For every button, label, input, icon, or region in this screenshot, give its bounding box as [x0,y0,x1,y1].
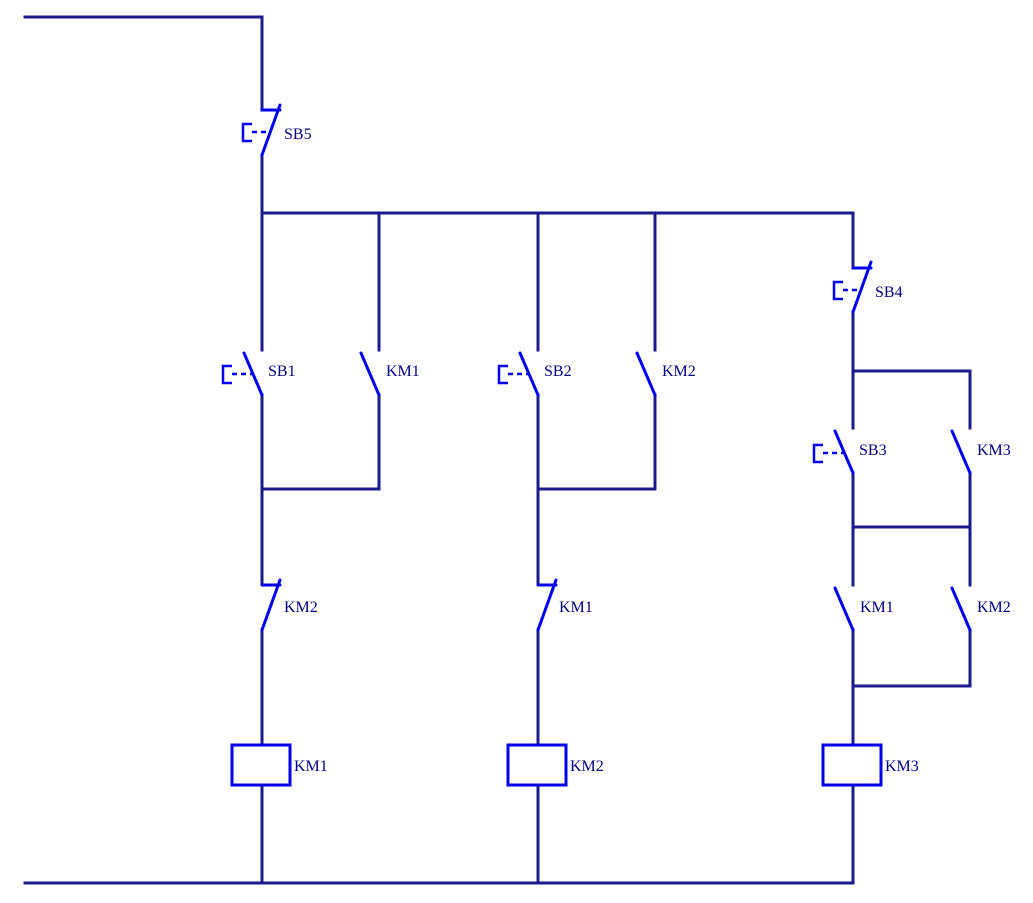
km1-holding-contact: KM1 [359,351,420,397]
coil-km2-label: KM2 [570,758,604,775]
sb5-stop-button: SB5 [241,103,312,157]
sb2-start-button: SB2 [497,351,572,397]
km1-interlock-label: KM1 [559,599,593,616]
sb5-label: SB5 [284,126,312,143]
sb2-no-blade [518,351,540,397]
km2-coil-box [506,743,568,787]
km1-branch3-label: KM1 [860,599,894,616]
sb1-no-blade [242,351,264,397]
km1-no-blade [359,351,381,397]
sb5-nc-blade [260,103,282,157]
sb1-start-button: SB1 [221,351,296,397]
sb4-label: SB4 [875,284,903,301]
km2-interlock-contact: KM2 [260,578,318,632]
branch3-km3-hold-return [851,471,972,529]
branch3-km2-return [851,628,972,688]
km2-nc-blade [260,578,282,632]
km1-interlock-contact: KM1 [536,578,593,632]
sb4-nc-blade [851,260,873,314]
coil-km1-label: KM1 [294,758,328,775]
supply-line-top [23,15,264,112]
km2-holding-contact: KM2 [635,351,696,397]
sb2-button-head [497,364,508,385]
km2-branch3-contact: KM2 [950,586,1011,632]
coil-km3-label: KM3 [885,758,919,775]
sb1-button-head [221,364,232,385]
km1-coil: KM1 [230,743,328,787]
km1-branch3-contact: KM1 [833,586,894,632]
sb1-label: SB1 [268,363,296,380]
km2-branch3-label: KM2 [977,599,1011,616]
sb3-start-button: SB3 [812,429,887,475]
sb3-label: SB3 [859,442,887,459]
km1-nc-blade [536,578,558,632]
km2-coil: KM2 [506,743,604,787]
km3-hold-label: KM3 [977,442,1011,459]
km1-hold-label: KM1 [386,363,420,380]
sb4-stop-button: SB4 [832,260,903,314]
km1-coil-box [230,743,292,787]
branch2-km2-hold-return [536,393,657,491]
km3-coil: KM3 [821,743,919,787]
sb3-button-head [812,443,823,464]
km1-branch3-no-blade [833,586,855,632]
sb3-no-blade [833,429,855,475]
branch1-km1-hold-return [260,393,381,491]
branch3-km3-hold-wire [851,369,972,430]
sb4-button-head [832,280,843,301]
wiring [23,15,972,885]
km2-interlock-label: KM2 [284,599,318,616]
km3-holding-contact: KM3 [950,429,1011,475]
sb5-button-head [241,122,252,143]
sb2-label: SB2 [544,363,572,380]
km2-no-blade [635,351,657,397]
km3-no-blade [950,429,972,475]
km3-coil-box [821,743,883,787]
km2-hold-label: KM2 [662,363,696,380]
km2-branch3-no-blade [950,586,972,632]
